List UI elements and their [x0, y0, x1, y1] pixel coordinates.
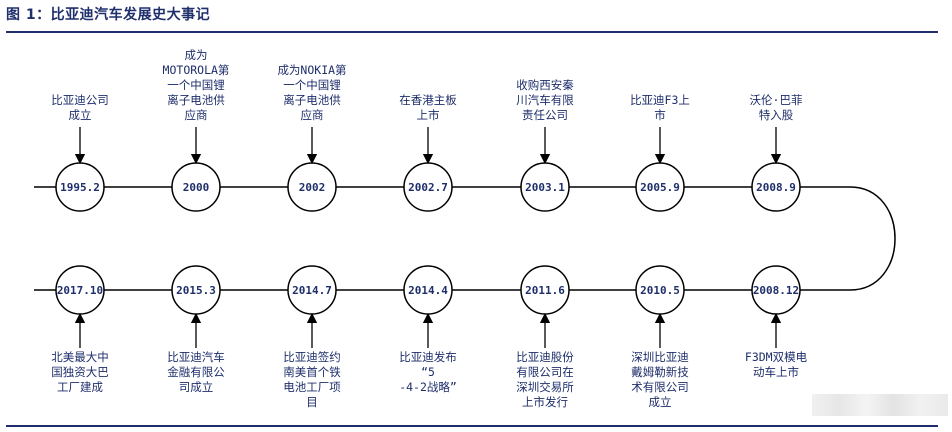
year-label: 2008.12: [753, 284, 799, 297]
timeline-curve-connector: [849, 186, 896, 291]
year-label: 2002: [299, 181, 326, 194]
year-node: 2008.12: [751, 265, 801, 315]
year-node: 2010.5: [635, 265, 685, 315]
year-label: 2010.5: [640, 284, 680, 297]
year-label: 2000: [183, 181, 210, 194]
event-description: 比亚迪F3上 市: [630, 93, 690, 122]
event-description: 成为 MOTOROLA第 一个中国锂 离子电池供 应商: [162, 48, 230, 122]
year-label: 2014.7: [292, 284, 332, 297]
year-node-circle: [751, 162, 801, 212]
year-node: 2014.7: [287, 265, 337, 315]
year-node-circle: [520, 265, 570, 315]
year-label: 2011.6: [525, 284, 565, 297]
event-description: 沃伦·巴菲 特入股: [749, 93, 803, 122]
year-node: 1995.2: [55, 162, 105, 212]
year-label: 2008.9: [756, 181, 796, 194]
year-node: 2002: [287, 162, 337, 212]
event-description: 比亚迪公司 成立: [51, 93, 109, 122]
event-description: 比亚迪汽车 金融有限公 司成立: [167, 350, 225, 394]
event-description: F3DM双模电 动车上市: [744, 350, 808, 379]
year-label: 2003.1: [525, 181, 565, 194]
event-description: 北美最大中 国独资大巴 工厂建成: [51, 350, 109, 394]
year-label: 1995.2: [60, 181, 100, 194]
year-node-circle: [171, 162, 221, 212]
bottom-rule: [6, 425, 938, 427]
year-node: 2008.9: [751, 162, 801, 212]
year-node-circle: [287, 265, 337, 315]
top-rule: [6, 31, 938, 33]
year-node-circle: [635, 265, 685, 315]
event-description: 比亚迪股份 有限公司在 深圳交易所 上市发行: [516, 350, 574, 409]
year-label: 2017.10: [57, 284, 103, 297]
year-node-circle: [171, 265, 221, 315]
year-label: 2014.4: [408, 284, 448, 297]
event-description: 深圳比亚迪 戴姆勒新技 术有限公司 成立: [631, 350, 689, 409]
year-node-circle: [751, 265, 801, 315]
year-node: 2015.3: [171, 265, 221, 315]
year-node: 2000: [171, 162, 221, 212]
watermark-blur: [812, 394, 948, 416]
year-node-circle: [55, 162, 105, 212]
year-node: 2005.9: [635, 162, 685, 212]
year-node-circle: [635, 162, 685, 212]
event-description: 在香港主板 上市: [399, 93, 457, 122]
year-node: 2014.4: [403, 265, 453, 315]
event-description: 成为NOKIA第 一个中国锂 离子电池供 应商: [277, 63, 347, 122]
year-node-circle: [55, 265, 105, 315]
figure-title: 图 1：比亚迪汽车发展史大事记: [6, 7, 211, 23]
year-label: 2005.9: [640, 181, 680, 194]
year-node-circle: [520, 162, 570, 212]
year-node-circle: [403, 265, 453, 315]
event-description: 比亚迪签约 南美首个铁 电池工厂项 目: [283, 350, 341, 409]
year-node: 2017.10: [55, 265, 105, 315]
event-description: 比亚迪发布 “5 -4-2战略”: [399, 350, 457, 394]
event-description: 收购西安秦 川汽车有限 责任公司: [516, 78, 574, 122]
year-label: 2002.7: [408, 181, 448, 194]
year-node-circle: [403, 162, 453, 212]
year-node-circle: [287, 162, 337, 212]
year-label: 2015.3: [176, 284, 216, 297]
year-node: 2002.7: [403, 162, 453, 212]
year-node: 2003.1: [520, 162, 570, 212]
year-node: 2011.6: [520, 265, 570, 315]
